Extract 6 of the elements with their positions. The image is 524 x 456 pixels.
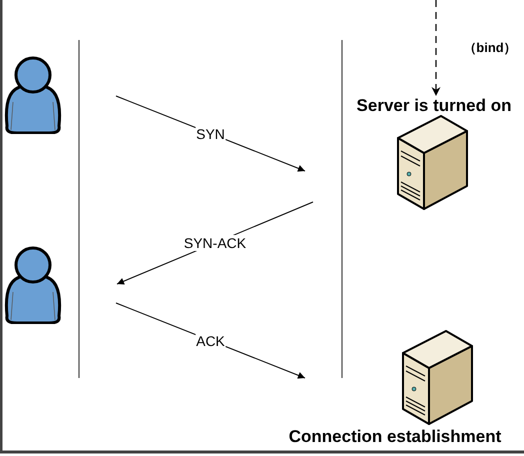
message-label: ACK: [195, 332, 226, 348]
node-heading: Connection establishment: [288, 427, 502, 446]
dashed-arrow: [432, 0, 440, 96]
node-heading: Server is turned on: [356, 96, 512, 115]
message-label: SYN: [195, 126, 226, 142]
message-label: SYN-ACK: [182, 235, 248, 251]
